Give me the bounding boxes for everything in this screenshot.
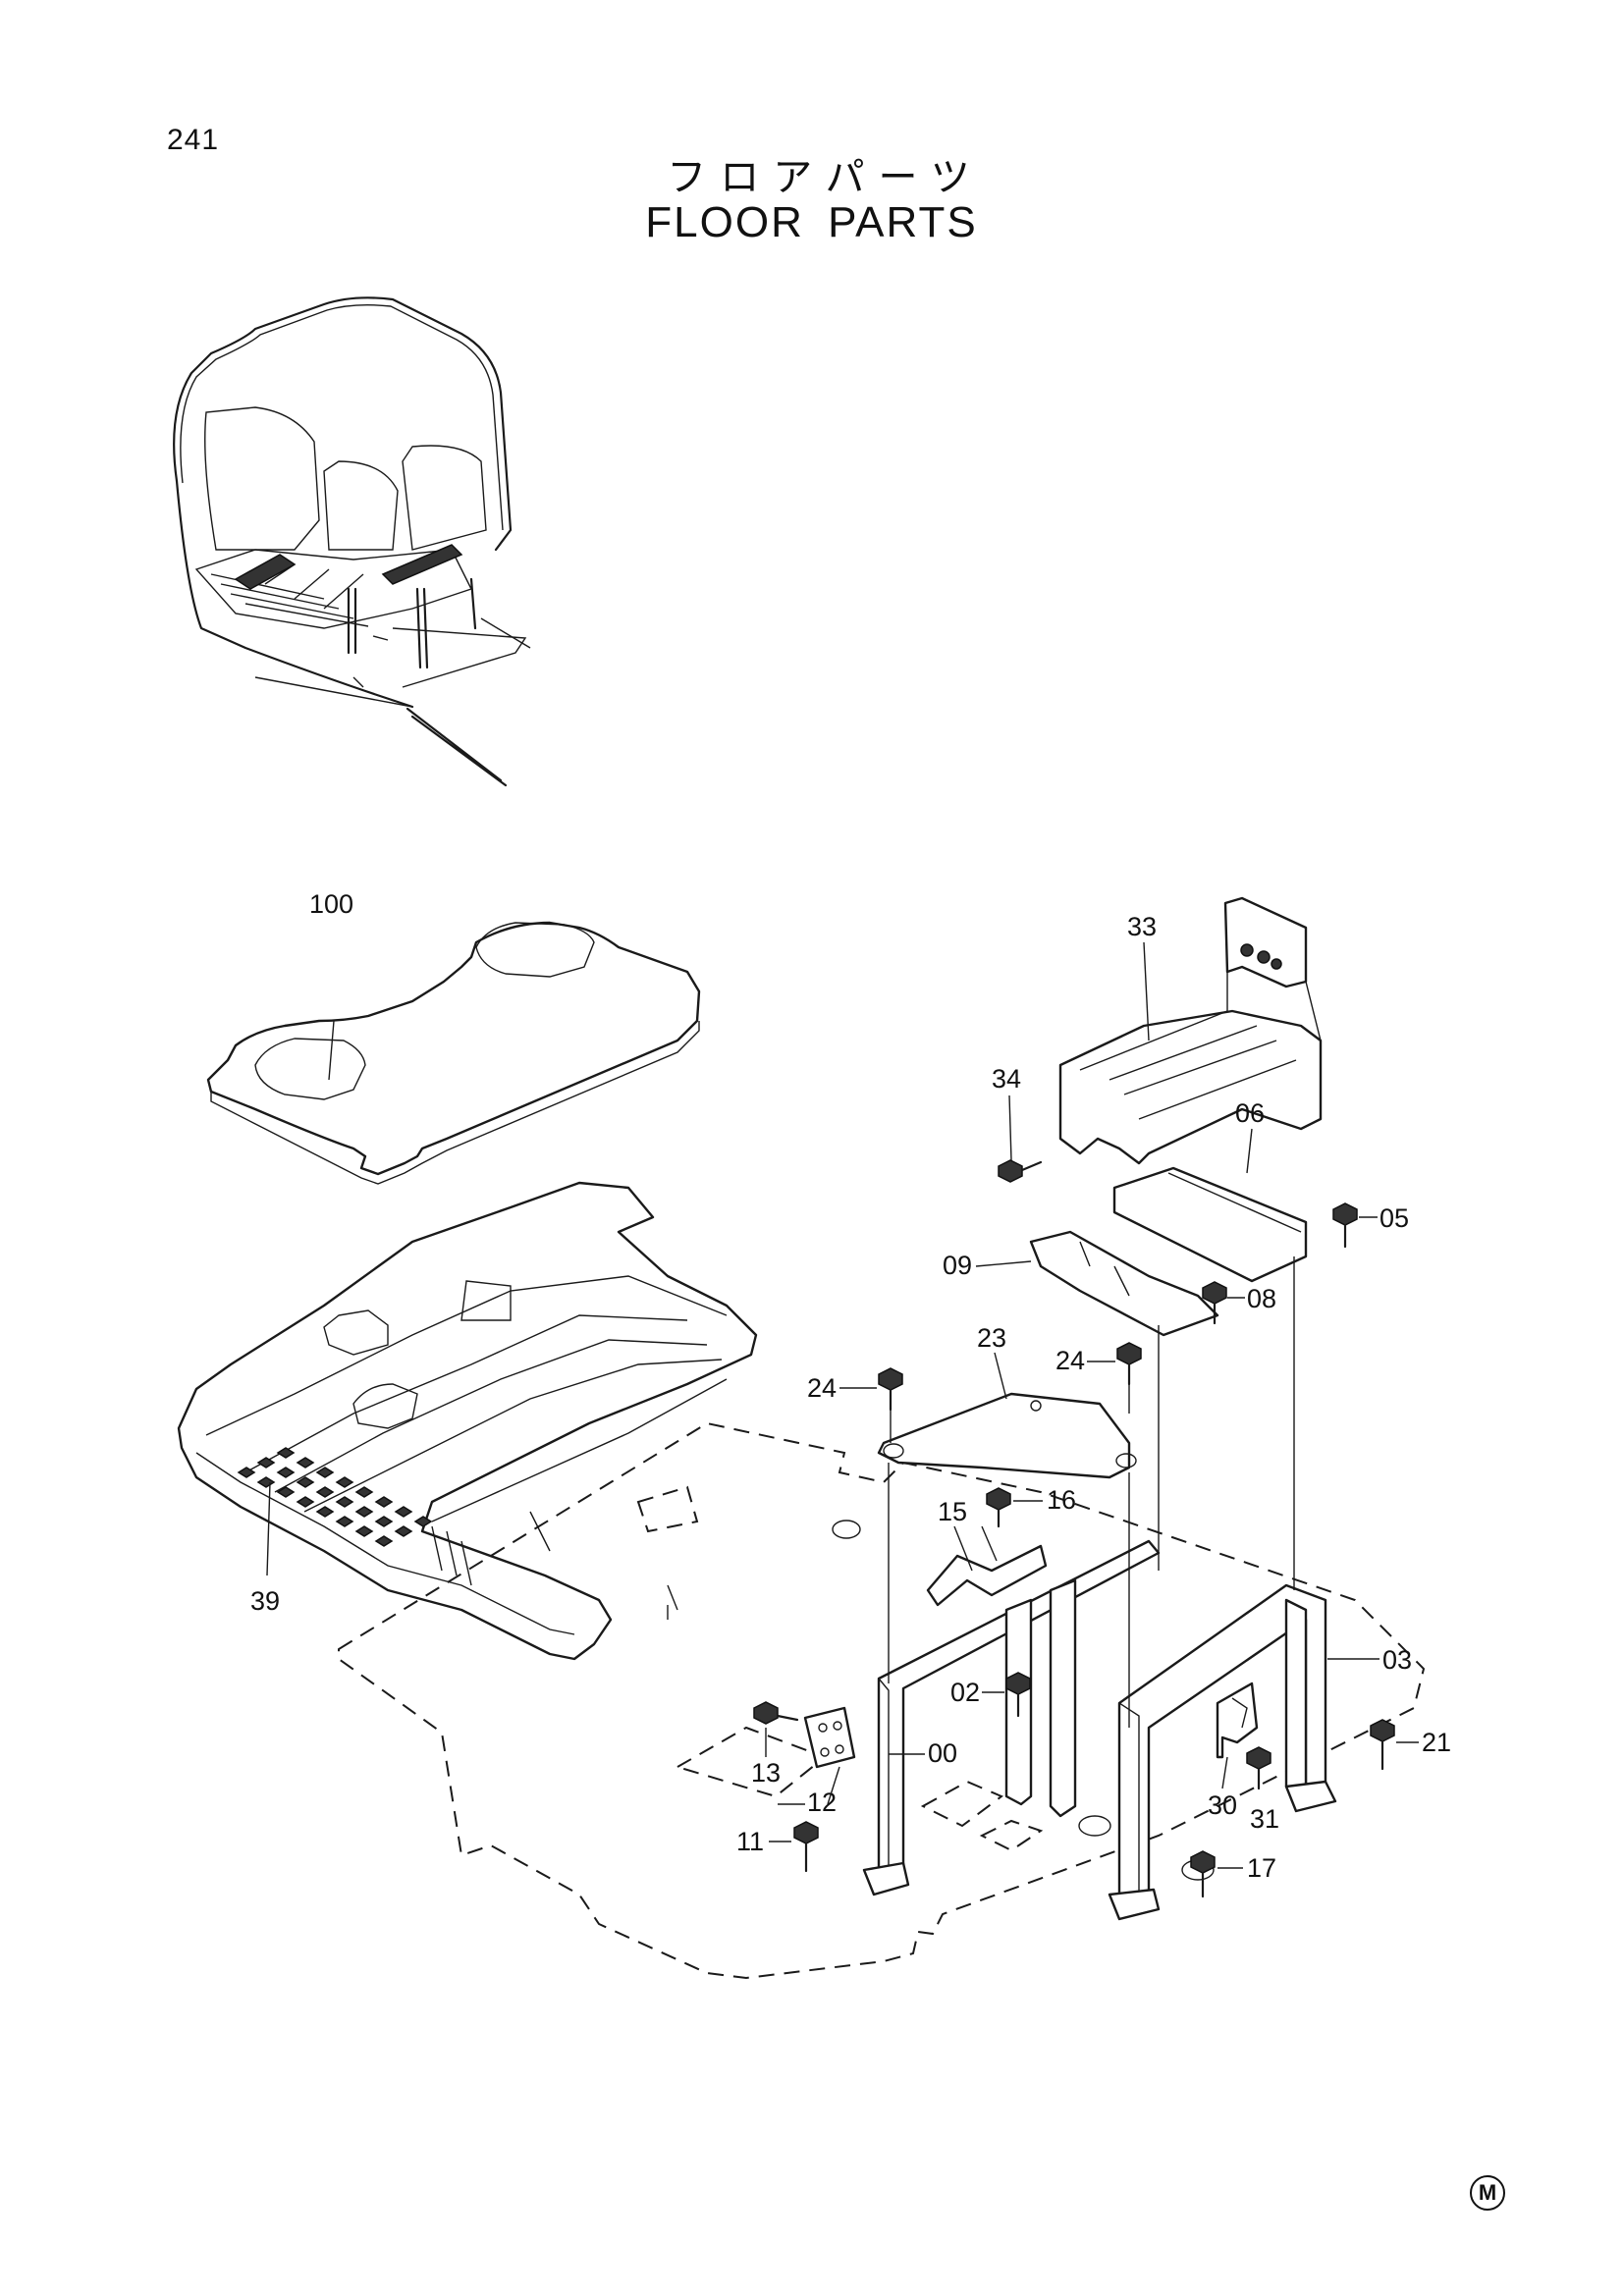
callout-23: 23 <box>977 1323 1006 1353</box>
bolt-08 <box>1202 1281 1227 1325</box>
part-09-bracket <box>1029 1230 1219 1337</box>
callout-09: 09 <box>943 1251 972 1280</box>
registered-mark: M <box>1470 2175 1505 2211</box>
part-100-floor-mat <box>206 921 701 1185</box>
part-15-clip <box>926 1544 1048 1607</box>
part-12-bracket-plate <box>803 1706 856 1769</box>
title-english: FLOOR PARTS <box>645 198 978 246</box>
callout-03: 03 <box>1382 1645 1412 1675</box>
callout-21: 21 <box>1422 1728 1451 1757</box>
assembly-alignment-lines <box>266 1020 1295 1728</box>
part-39-floor-tray <box>177 1181 758 1661</box>
callout-100: 100 <box>309 889 353 919</box>
part-00-frame <box>862 1539 1161 1896</box>
page-number: 241 <box>167 124 220 156</box>
callout-15: 15 <box>938 1497 967 1526</box>
callout-08: 08 <box>1247 1284 1276 1313</box>
bolt-16 <box>986 1487 1011 1528</box>
callout-24-left: 24 <box>807 1373 837 1403</box>
bolt-11 <box>793 1821 819 1873</box>
part-23-plate <box>877 1392 1137 1479</box>
cab-overview-illustration <box>173 296 531 787</box>
callout-06: 06 <box>1235 1098 1265 1128</box>
part-03-frame <box>1108 1583 1337 1921</box>
bolt-24-right <box>1116 1342 1142 1386</box>
cab-floor-hatch <box>210 563 369 627</box>
title-japanese: フロアパーツ <box>667 155 984 200</box>
callout-17: 17 <box>1247 1853 1276 1883</box>
tray-grip-pattern <box>237 1447 433 1547</box>
callout-02: 02 <box>950 1678 980 1707</box>
callout-39: 39 <box>250 1586 280 1616</box>
bolt-05 <box>1332 1202 1358 1249</box>
bolt-34 <box>998 1159 1043 1183</box>
bolt-02 <box>1005 1672 1031 1718</box>
part-30-hook <box>1216 1682 1259 1759</box>
callout-31: 31 <box>1250 1804 1279 1834</box>
callout-33: 33 <box>1127 912 1157 941</box>
callouts: 100 33 34 06 05 09 08 23 24 24 15 16 39 … <box>250 889 1451 1883</box>
callout-00: 00 <box>928 1738 957 1768</box>
callout-16: 16 <box>1047 1485 1076 1515</box>
callout-13: 13 <box>751 1758 781 1788</box>
callout-24-right: 24 <box>1055 1346 1085 1375</box>
callout-05: 05 <box>1380 1203 1409 1233</box>
callout-30: 30 <box>1208 1790 1237 1820</box>
bolt-13 <box>753 1701 799 1725</box>
callout-34: 34 <box>992 1064 1021 1094</box>
callout-11: 11 <box>736 1827 764 1856</box>
bolt-17 <box>1190 1850 1216 1898</box>
part-06-bracket <box>1112 1166 1308 1283</box>
bolt-21 <box>1370 1719 1395 1771</box>
bolt-31 <box>1246 1746 1271 1790</box>
bolt-24-left <box>878 1367 903 1412</box>
part-33-upper-bracket <box>1058 896 1323 1165</box>
